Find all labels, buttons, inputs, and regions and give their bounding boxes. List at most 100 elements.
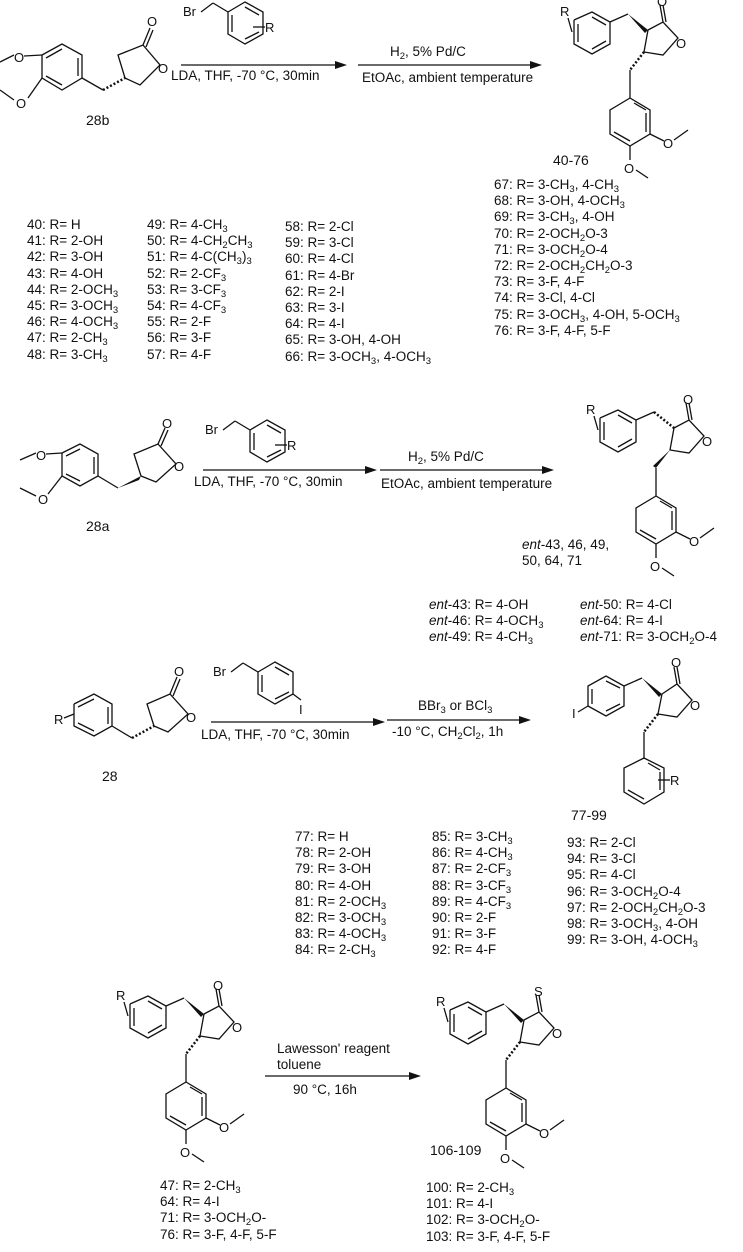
substituent-entry: ent-49: R= 4-CH3 (429, 629, 533, 648)
substituent-entry: 55: R= 2-F (147, 314, 212, 330)
svg-text:O: O (16, 96, 26, 111)
reaction-arrow-4 (265, 1072, 421, 1080)
substituent-entry: 94: R= 3-Cl (567, 851, 636, 867)
svg-text:R: R (670, 773, 679, 788)
substituent-entry: 44: R= 2-OCH3 (27, 281, 119, 300)
svg-text:O: O (186, 710, 196, 725)
substituent-entry: 83: R= 4-OCH3 (295, 926, 387, 945)
structure-ent-products: R O O O O (586, 392, 715, 577)
substituent-entry: 48: R= 3-CH3 (27, 346, 108, 365)
compound-label-ent-line1: ent-43, 46, 49, (522, 537, 610, 552)
structure-lawesson-start: R O O O O (116, 978, 245, 1163)
substituent-entry: 40: R= H (27, 217, 81, 232)
structure-40-76: R O O O O (560, 0, 689, 179)
conditions-h2-2: H2, 5% Pd/C (408, 449, 484, 467)
svg-text:O: O (702, 434, 712, 449)
substituent-entry: 85: R= 3-CH3 (432, 829, 513, 847)
substituent-entry: 88: R= 3-CF3 (432, 877, 512, 896)
svg-text:O: O (158, 61, 168, 76)
svg-text:O: O (174, 664, 184, 679)
svg-text:R: R (287, 438, 296, 453)
svg-text:O: O (650, 559, 660, 574)
substituent-entry: 64: R= 4-I (285, 316, 345, 332)
svg-text:Br: Br (213, 664, 227, 679)
svg-text:O: O (539, 1126, 549, 1141)
conditions-lda-2: LDA, THF, -70 °C, 30min (194, 474, 343, 489)
substituent-entry: 77: R= H (295, 829, 349, 844)
substituent-entry: 90: R= 2-F (432, 909, 497, 925)
compound-label-ent-line2: 50, 64, 71 (522, 553, 583, 568)
substituent-entry: 79: R= 3-OH (295, 861, 372, 877)
svg-text:R: R (586, 402, 595, 417)
substituent-entry: 47: R= 2-CH3 (160, 1178, 241, 1196)
svg-text:O: O (14, 50, 24, 65)
substituent-entry: 98: R= 3-OCH3, 4-OH (567, 915, 698, 934)
reaction-arrow-3b (387, 716, 531, 724)
structure-4-iodobenzyl-bromide: Br I (213, 661, 303, 717)
substituent-entry: ent-64: R= 4-I (580, 613, 663, 629)
substituent-entry: 64: R= 4-I (160, 1194, 220, 1210)
svg-text:S: S (534, 984, 543, 999)
reagent-lawesson: Lawesson' reagent (277, 1041, 390, 1056)
conditions-boron: BBr3 or BCl3 (418, 698, 493, 716)
substituent-entry: 49: R= 4-CH3 (147, 217, 228, 235)
substituent-entry: 51: R= 4-C(CH3)3 (147, 249, 252, 268)
substituent-entry: 92: R= 4-F (432, 942, 497, 958)
reaction-arrow-1b (358, 61, 542, 69)
svg-text:O: O (180, 1145, 190, 1160)
substituent-entry: 43: R= 4-OH (27, 265, 104, 281)
structure-28b: O O O O (0, 14, 168, 111)
substituent-entry: 69: R= 3-CH3, 4-OH (494, 209, 615, 228)
svg-text:O: O (683, 392, 693, 407)
svg-text:O: O (690, 698, 700, 713)
structure-28a: O O O O (19, 416, 184, 507)
substituent-entry: 80: R= 4-OH (295, 877, 372, 893)
structure-77-99: I O O R (572, 655, 700, 805)
reaction-arrow-2a (203, 466, 377, 474)
substituent-entry: 57: R= 4-F (147, 346, 212, 362)
structure-benzyl-bromide-2: Br R (205, 419, 296, 463)
substituent-entry: 67: R= 3-CH3, 4-CH3 (494, 177, 620, 195)
svg-text:R: R (54, 712, 63, 727)
substituent-entry: ent-46: R= 4-OCH3 (429, 613, 544, 632)
svg-text:O: O (162, 416, 172, 431)
reaction-arrow-2b (380, 466, 554, 474)
svg-text:O: O (624, 161, 634, 176)
substituent-entry: 62: R= 2-I (285, 283, 345, 299)
conditions-lda-1: LDA, THF, -70 °C, 30min (171, 68, 320, 83)
substituent-entry: 58: R= 2-Cl (285, 219, 354, 234)
substituent-entry: 68: R= 3-OH, 4-OCH3 (494, 193, 625, 212)
substituent-entry: 99: R= 3-OH, 4-OCH3 (567, 932, 698, 951)
structure-106-109: R S O O O (436, 984, 565, 1169)
svg-text:O: O (500, 1151, 510, 1166)
substituent-entry: 45: R= 3-OCH3 (27, 297, 119, 316)
conditions-etoac-2: EtOAc, ambient temperature (381, 476, 553, 491)
svg-text:O: O (147, 14, 157, 29)
compound-label-77-99: 77-99 (571, 807, 607, 823)
svg-text:O: O (552, 1026, 562, 1041)
compound-label-106-109: 106-109 (430, 1142, 482, 1158)
substituent-entry: 71: R= 3-OCH2O- (160, 1210, 267, 1229)
substituent-entry: 95: R= 4-Cl (567, 867, 636, 883)
substituent-entry: 60: R= 4-Cl (285, 251, 354, 267)
substituent-entry: 97: R= 2-OCH2CH2O-3 (567, 899, 706, 918)
substituent-entry: 72: R= 2-OCH2CH2O-3 (494, 257, 633, 276)
svg-text:O: O (213, 978, 223, 993)
substituent-entry: 71: R= 3-OCH2O-4 (494, 241, 608, 260)
svg-text:Br: Br (183, 4, 197, 19)
compound-label-28a: 28a (86, 518, 110, 534)
substituent-entry: 75: R= 3-OCH3, 4-OH, 5-OCH3 (494, 306, 680, 325)
substituent-entry: 82: R= 3-OCH3 (295, 909, 387, 928)
conditions-dcm: -10 °C, CH2Cl2, 1h (392, 724, 504, 742)
structure-benzyl-bromide: Br R (183, 1, 274, 45)
substituent-entry: 59: R= 3-Cl (285, 235, 354, 251)
substituent-entry: 73: R= 3-F, 4-F (494, 274, 585, 290)
substituent-entry: 56: R= 3-F (147, 330, 212, 346)
